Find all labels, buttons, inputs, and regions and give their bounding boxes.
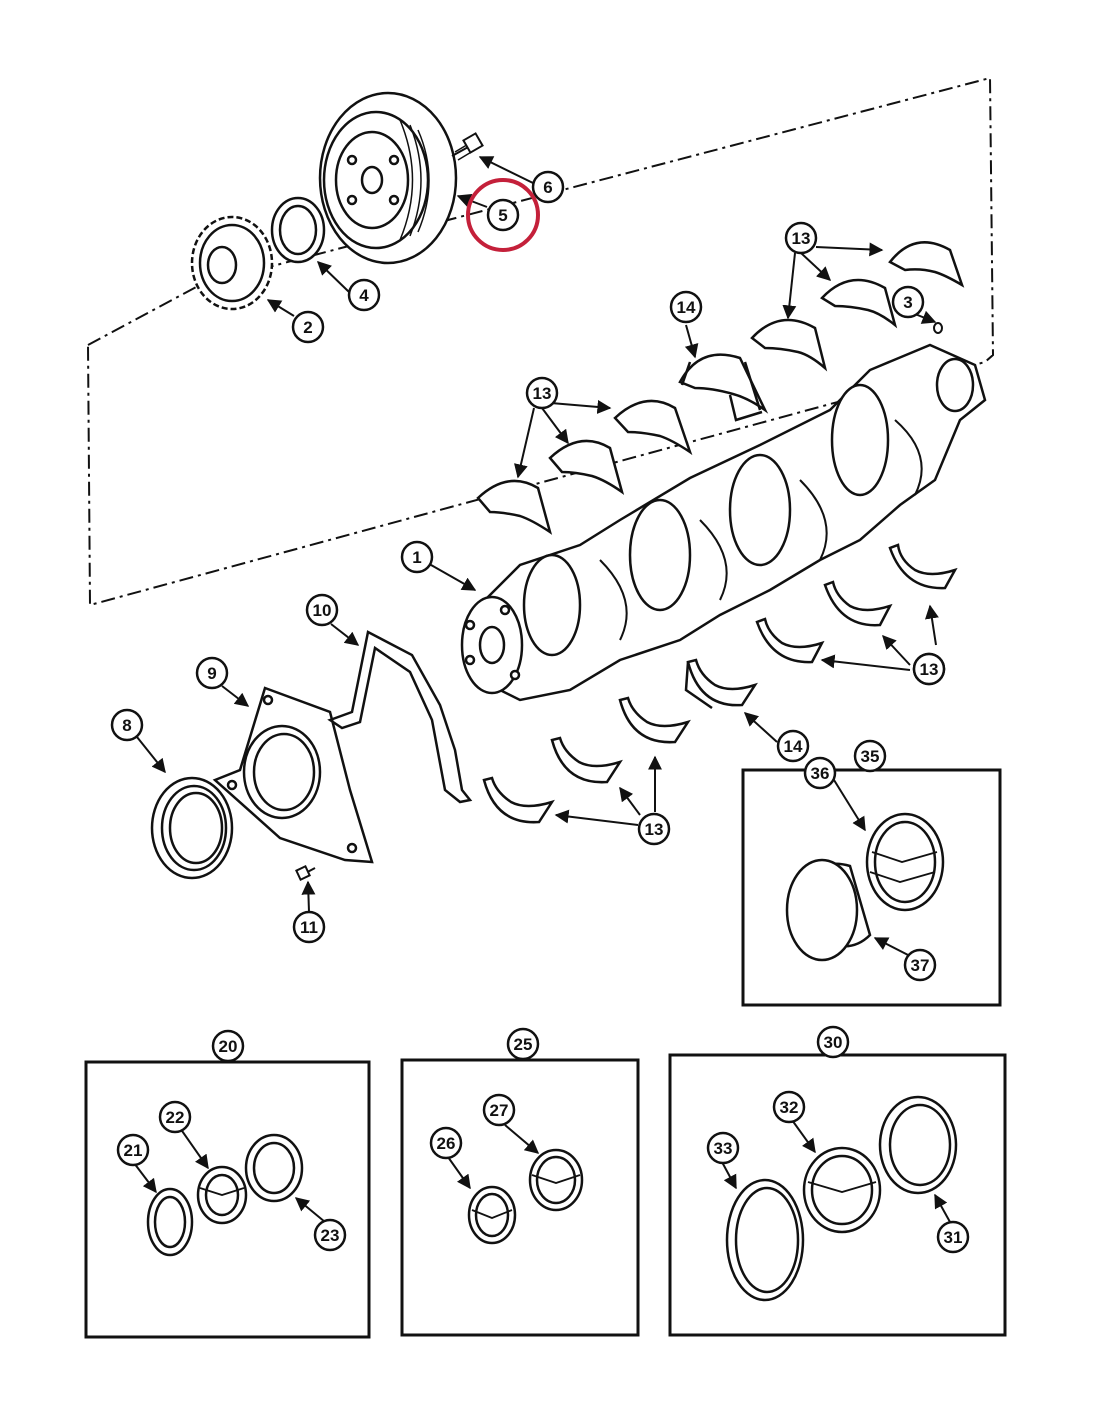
callout-number: 9	[207, 664, 216, 683]
callout-bubble	[912, 652, 946, 686]
pulley-bolt	[451, 132, 484, 161]
callout-bubble	[429, 1126, 463, 1160]
callout-bubble	[347, 278, 381, 312]
callout-bubble	[158, 1100, 192, 1134]
callout-bubble	[400, 540, 434, 574]
callout-bubble	[506, 1027, 540, 1061]
callout-number: 33	[714, 1139, 733, 1158]
callout-number: 8	[122, 716, 131, 735]
callout-bubble	[195, 656, 229, 690]
highlight-ring	[466, 178, 540, 252]
retainer-gasket	[327, 630, 473, 804]
crankshaft-pulley	[318, 91, 458, 265]
callout-number: 13	[920, 660, 939, 679]
kit-25-parts	[467, 1148, 584, 1245]
upper-bearing-shells	[476, 241, 965, 535]
kit-30-parts	[725, 1095, 958, 1302]
callout-number: 3	[903, 293, 912, 312]
callout-number: 10	[313, 601, 332, 620]
callout-bubble	[531, 170, 565, 204]
callout-number: 27	[490, 1101, 509, 1120]
callout-bubble	[525, 376, 559, 410]
callout-bubble	[772, 1090, 806, 1124]
callout-number: 25	[514, 1035, 533, 1054]
callout-labels: 1234568910111313131313141420212223252627…	[110, 170, 970, 1254]
retainer-screw	[295, 865, 316, 881]
callout-bubble	[816, 1025, 850, 1059]
upper-thrust-bearing	[678, 353, 769, 422]
callout-bubble	[637, 812, 671, 846]
callout-bubble	[211, 1029, 245, 1063]
callout-bubble	[776, 729, 810, 763]
lower-bearing-shells	[482, 543, 958, 824]
callout-number: 2	[303, 318, 312, 337]
dowel-pin	[933, 322, 943, 334]
callout-number: 1	[412, 548, 421, 567]
callout-bubble	[292, 910, 326, 944]
callout-number: 13	[533, 384, 552, 403]
callout-bubble	[853, 739, 887, 773]
crankshaft-gear	[190, 215, 274, 311]
seal-retainer	[212, 686, 374, 864]
callout-number: 13	[792, 229, 811, 248]
callout-bubble	[706, 1131, 740, 1165]
callout-number: 26	[437, 1134, 456, 1153]
callout-number: 35	[861, 747, 880, 766]
callout-number: 5	[498, 206, 507, 225]
callout-bubble	[486, 198, 520, 232]
kit-box-25	[400, 1058, 640, 1337]
callout-bubble	[891, 285, 925, 319]
callout-bubble	[784, 221, 818, 255]
callout-number: 32	[780, 1098, 799, 1117]
leader-arrows	[133, 156, 951, 1223]
callout-number: 21	[124, 1141, 143, 1160]
callout-number: 14	[677, 298, 696, 317]
kit-35-parts	[785, 812, 945, 962]
callout-number: 11	[300, 918, 318, 937]
callout-bubble	[305, 593, 339, 627]
callout-bubble	[936, 1220, 970, 1254]
callout-number: 22	[166, 1108, 185, 1127]
callout-number: 23	[321, 1226, 340, 1245]
callout-bubble	[803, 756, 837, 790]
callout-bubble	[903, 948, 937, 982]
crankshaft	[460, 343, 987, 702]
lower-thrust-bearing	[684, 658, 758, 710]
callout-bubble	[482, 1093, 516, 1127]
callout-number: 14	[784, 737, 803, 756]
callout-number: 37	[911, 956, 930, 975]
kit-20-parts	[146, 1133, 304, 1257]
front-seal	[270, 196, 326, 264]
callout-bubble	[313, 1218, 347, 1252]
callout-number: 13	[645, 820, 664, 839]
callout-number: 6	[543, 178, 552, 197]
callout-bubble	[110, 708, 144, 742]
callout-number: 20	[219, 1037, 238, 1056]
callout-bubble	[669, 290, 703, 324]
callout-bubble	[291, 310, 325, 344]
callout-number: 4	[359, 286, 369, 305]
callout-number: 30	[824, 1033, 843, 1052]
rear-seal	[150, 776, 234, 880]
callout-number: 36	[811, 764, 830, 783]
callout-bubble	[116, 1133, 150, 1167]
callout-number: 31	[944, 1228, 963, 1247]
